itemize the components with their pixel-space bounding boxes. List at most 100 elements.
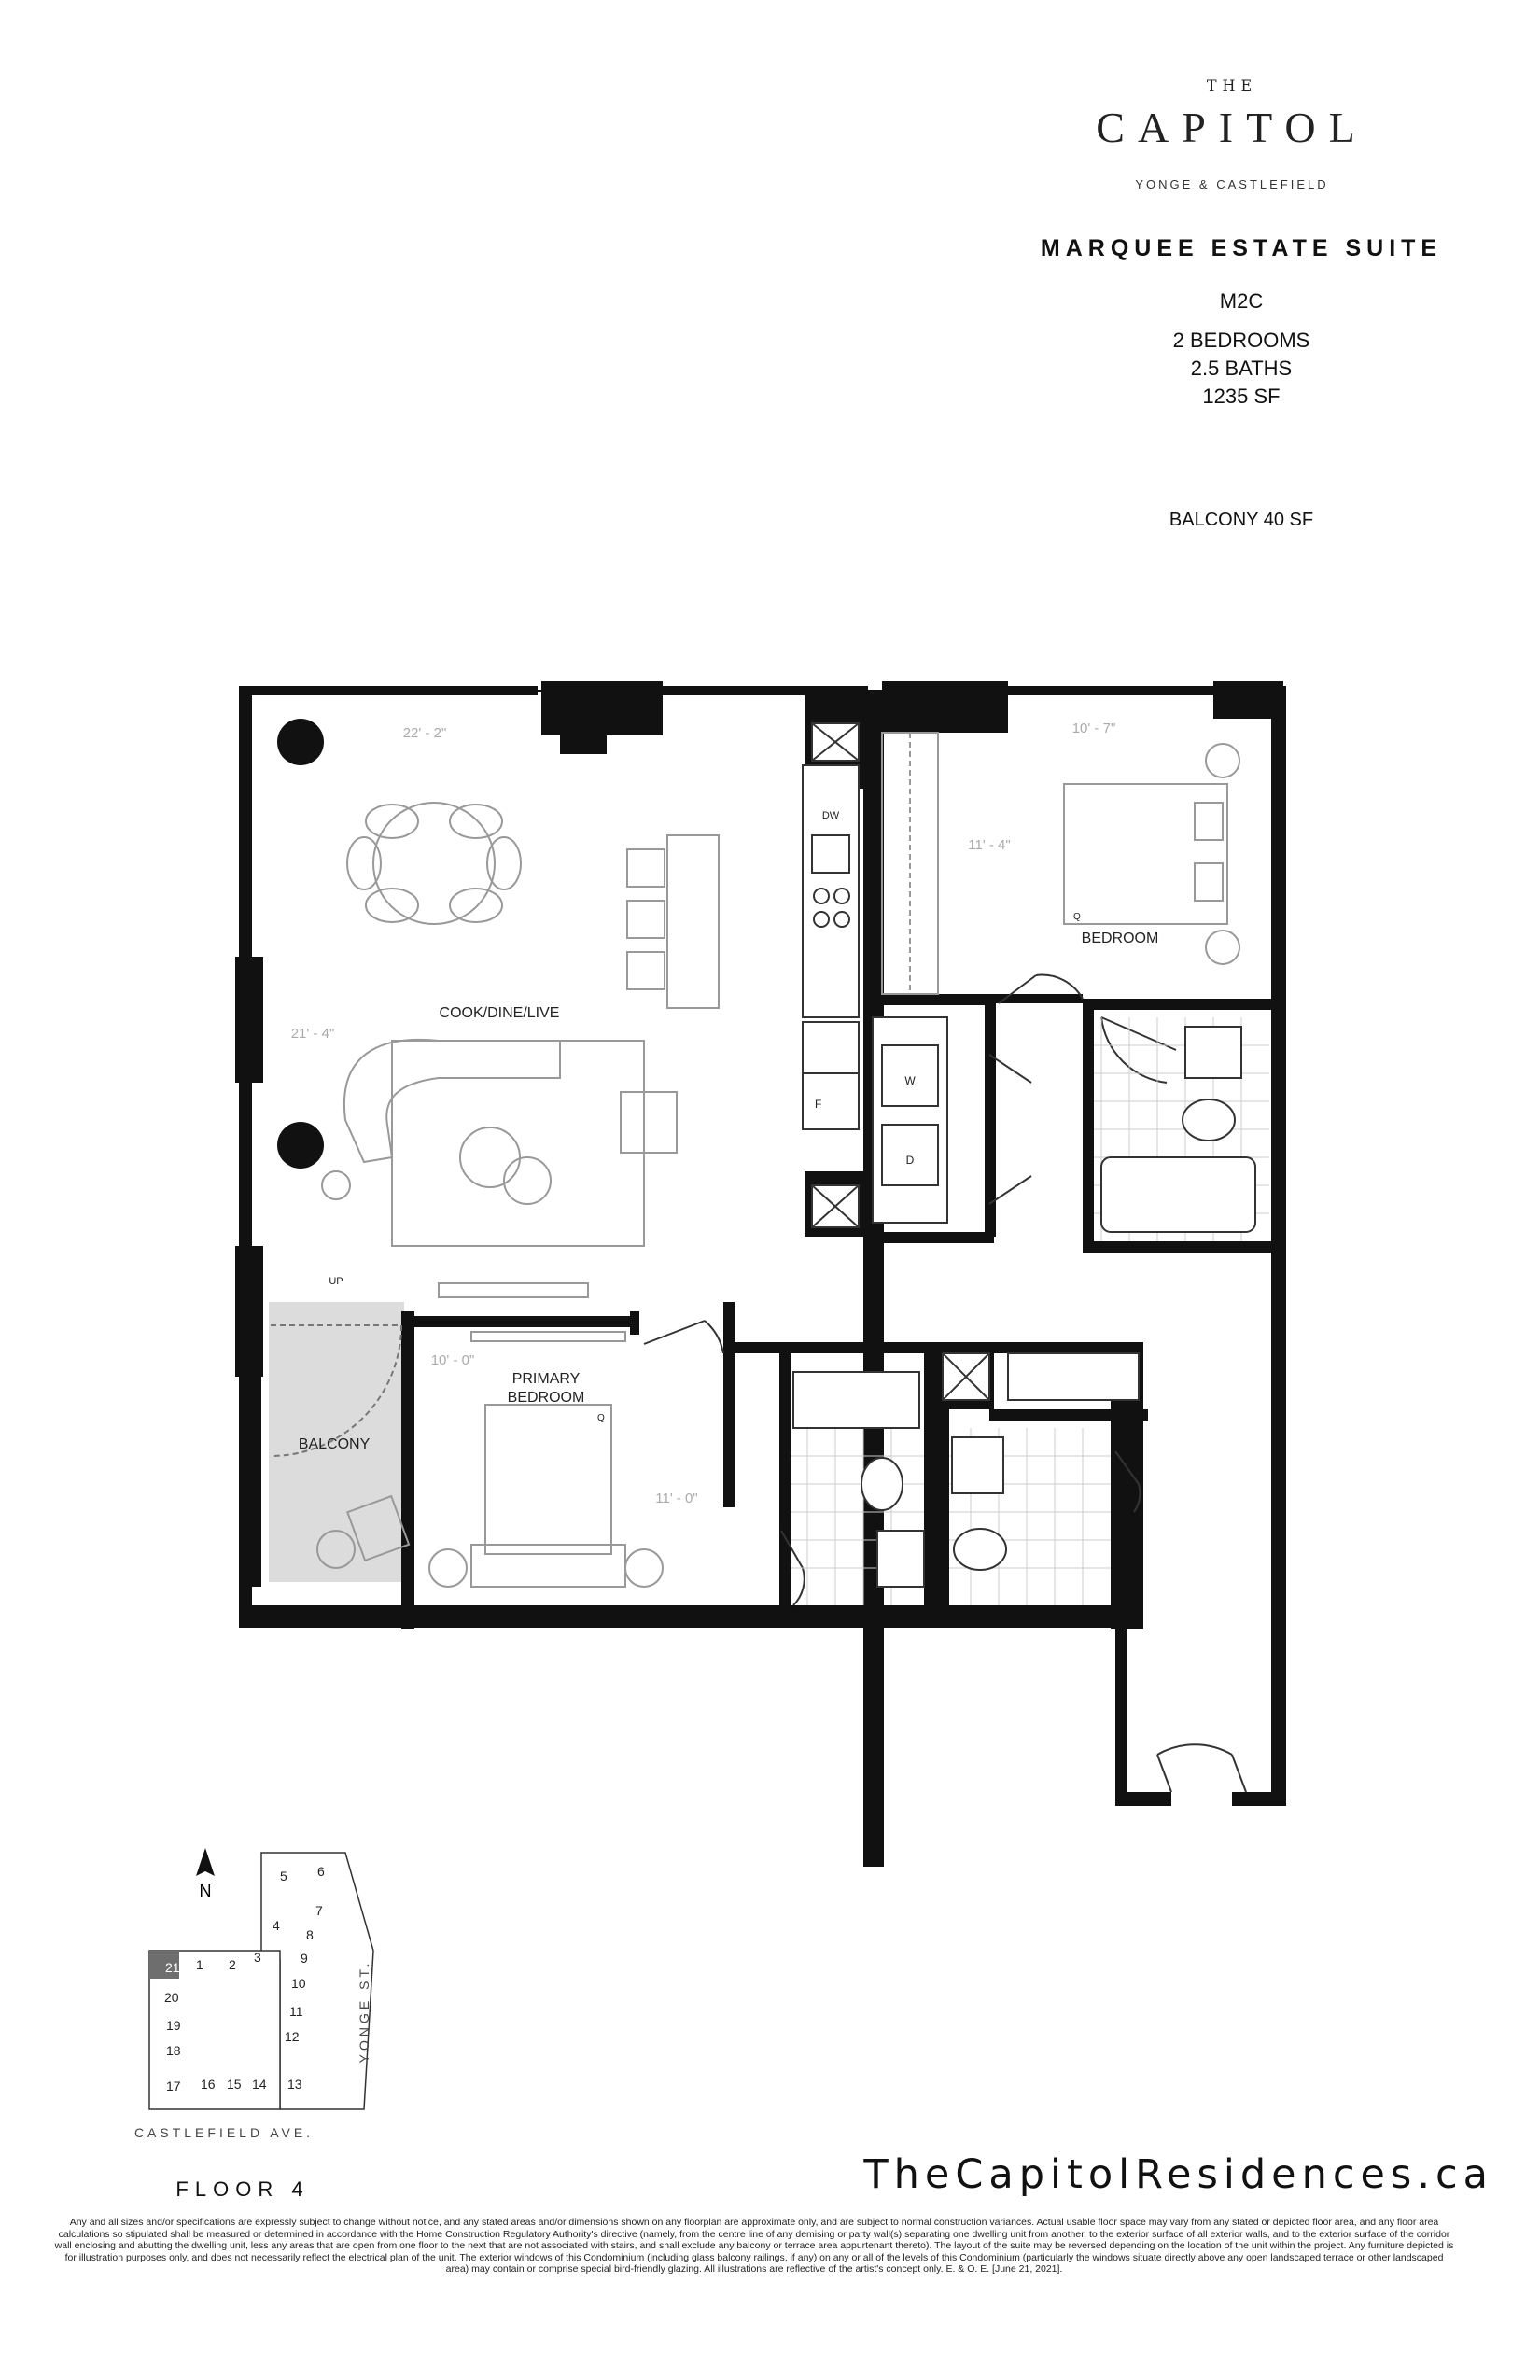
disclaimer: Any and all sizes and/or specifications … [54,2217,1454,2275]
street-yonge: YONGE ST. [357,1960,371,2064]
ensuite-toilet [1182,1099,1236,1141]
wall-primary-top [411,1316,635,1327]
powder-vanity [951,1436,1004,1494]
dim-bedroom-depth: 11' - 4" [968,837,1010,853]
bathtub [1100,1156,1256,1233]
primary-bed [484,1404,612,1555]
keyplan-building [148,1852,374,2110]
primary-nightstand-1 [428,1548,468,1588]
wall-kitchen-right [863,691,884,1867]
wall-ensuite-bottom [1083,1241,1279,1253]
main-vanity [876,1530,925,1588]
kitchen-counter [802,764,860,1018]
wall-entry-right [1232,1792,1286,1806]
kitchen-island [666,834,720,1009]
svg-text:16: 16 [201,2077,216,2092]
svg-text:12: 12 [285,2029,300,2044]
brand-name: CAPITOL [1096,104,1368,151]
suite-balcony-area: BALCONY 40 SF [1169,510,1314,530]
bedroom-bed [1063,783,1228,925]
suite-baths: 2.5 BATHS [1190,357,1293,380]
svg-text:13: 13 [287,2077,302,2092]
label-primary-queen: Q [597,1413,605,1423]
wall-corridor-stub [723,1302,735,1349]
svg-text:6: 6 [317,1864,325,1879]
dim-living-depth: 21' - 4" [291,1026,335,1042]
label-dryer: D [906,1154,915,1167]
living-rug [391,1040,645,1247]
wall-top-column-notch [560,735,607,754]
kitchen-sink [811,834,850,874]
column-round-top [277,719,324,765]
svg-text:21: 21 [165,1960,180,1975]
wall-entry-left [1115,1792,1171,1806]
fridge [802,1072,860,1130]
wall-bath-left [779,1344,791,1624]
website-link[interactable]: TheCapitolResidences.ca [863,2151,1493,2198]
keyplan-units: 1 2 3 4 5 6 7 8 9 10 11 12 13 14 15 16 1… [164,1864,325,2093]
floor-label: FLOOR 4 [175,2177,310,2201]
wall-closet-left [723,1349,735,1507]
label-bedroom: BEDROOM [1082,931,1159,946]
svg-text:15: 15 [227,2077,242,2092]
primary-console [470,1331,626,1342]
suite-code: M2C [1219,289,1264,313]
wall-bath-right [924,1344,938,1624]
suite-bedrooms: 2 BEDROOMS [1172,329,1310,352]
floor-plan: COOK/DINE/LIVE BEDROOM PRIMARY BEDROOM B… [235,681,1286,1867]
wall-bedroom-bottom [989,994,1083,1003]
label-primary-1: PRIMARY [512,1371,581,1387]
svg-text:1: 1 [196,1957,203,1972]
svg-text:3: 3 [254,1950,261,1965]
dim-bedroom-width: 10' - 7" [1072,721,1116,736]
primary-nightstand-2 [624,1548,664,1588]
wall-pwd-left [938,1409,949,1624]
wall-left-column [235,957,263,1083]
hall-closet [1007,1352,1140,1401]
wall-primary-left [401,1311,414,1629]
bedroom-nightstand-2 [1205,930,1240,965]
brand-the: THE [1206,77,1258,94]
dim-living-width: 22' - 2" [403,725,447,741]
windows [244,690,1213,1605]
wall-laundry-bottom [863,1232,994,1243]
svg-text:2: 2 [229,1957,236,1972]
washer [881,1044,939,1107]
side-table [321,1170,351,1200]
balcony-chair [345,1494,411,1562]
wall-top-column-2 [882,681,1008,733]
north-label: N [200,1882,212,1900]
furniture [316,732,1240,1588]
label-balcony: BALCONY [299,1436,371,1452]
wall-bottom [239,1605,1116,1628]
bath-fixtures [792,1026,1256,1588]
wall-top-column [541,681,663,735]
dim-primary-width: 10' - 0" [431,1352,475,1368]
brand-logo: CAPITOL [1055,103,1409,152]
label-up: UP [329,1276,343,1287]
wall-pwd-top [989,1409,1148,1421]
svg-text:7: 7 [315,1903,323,1918]
wall-laundry-right [985,994,996,1237]
svg-text:11: 11 [289,2004,303,2019]
media-console [438,1282,589,1298]
walls [235,681,1286,1867]
balcony-side-table [316,1530,356,1569]
wall-laundry-top [863,994,994,1005]
wall-balcony-right [252,1307,261,1587]
bedroom-nightstand-1 [1205,743,1240,778]
laundry [872,1016,948,1224]
column-round-bottom [277,1122,324,1169]
svg-text:8: 8 [306,1927,314,1942]
kitchen [802,722,860,1228]
wall-ensuite-left [1083,999,1094,1251]
wall-ensuite-top [1083,999,1279,1010]
street-castlefield: CASTLEFIELD AVE. [134,2125,314,2140]
svg-text:10: 10 [291,1976,306,1991]
wall-primary-top-stub [630,1311,639,1335]
svg-text:17: 17 [166,2079,181,2093]
sofa [343,1038,561,1164]
label-fridge: F [815,1098,821,1111]
powder-toilet [953,1528,1007,1571]
shower [792,1371,920,1429]
